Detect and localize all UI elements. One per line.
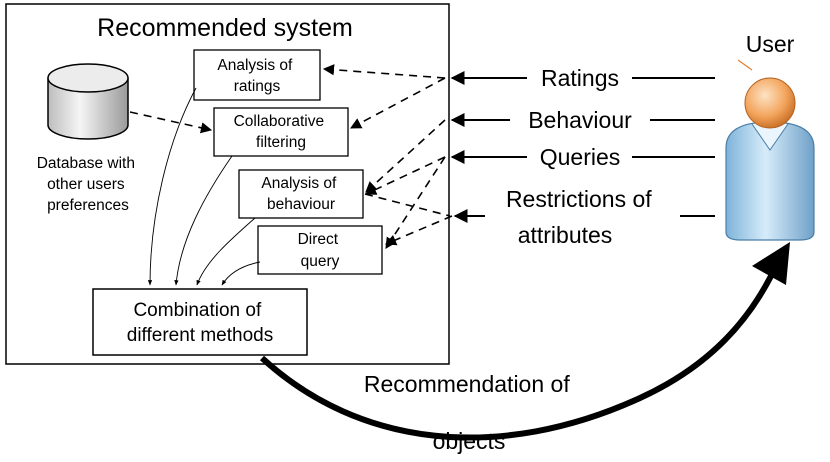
input-ratings-label: Ratings xyxy=(541,65,619,91)
recommendation-arrowhead xyxy=(752,242,790,285)
input-restrictions-label: Restrictions of attributes xyxy=(506,186,658,248)
recommendation-arrow xyxy=(259,266,778,441)
svg-text:Combination of different: Combination of different methods xyxy=(127,300,273,346)
input-to-module-arrows xyxy=(322,64,453,249)
database-icon xyxy=(47,63,129,140)
user-label-leader xyxy=(737,59,753,71)
input-queries-label: Queries xyxy=(540,144,621,170)
svg-text:Direct query: Direct query xyxy=(298,231,343,270)
svg-text:Analysis of behaviour: Analysis of behaviour xyxy=(261,175,340,213)
user-label: User xyxy=(746,31,795,57)
module-to-combination-arrows xyxy=(147,87,261,286)
combination-box: Combination of different methods xyxy=(92,288,308,356)
behaviour-analysis-box: Analysis of behaviour xyxy=(238,169,364,219)
input-behaviour-label: Behaviour xyxy=(528,107,632,133)
direct-query-box: Direct query xyxy=(257,225,383,275)
ratings-analysis-box: Analysis of ratings xyxy=(193,49,321,101)
user-input-lines xyxy=(450,71,715,223)
system-boundary xyxy=(5,3,450,365)
svg-text:Analysis of ratings: Analysis of ratings xyxy=(217,57,296,95)
collaborative-filtering-box: Collaborative filtering xyxy=(213,107,349,157)
database-to-filtering-arrow xyxy=(129,111,213,134)
system-title: Recommended system xyxy=(97,14,353,42)
svg-text:Collaborative filtering: Collaborative filtering xyxy=(234,113,329,151)
user-icon xyxy=(725,77,815,241)
recommendation-label: Recommendation of objects xyxy=(364,371,576,454)
database-label: Database with other users preferences xyxy=(37,155,140,214)
